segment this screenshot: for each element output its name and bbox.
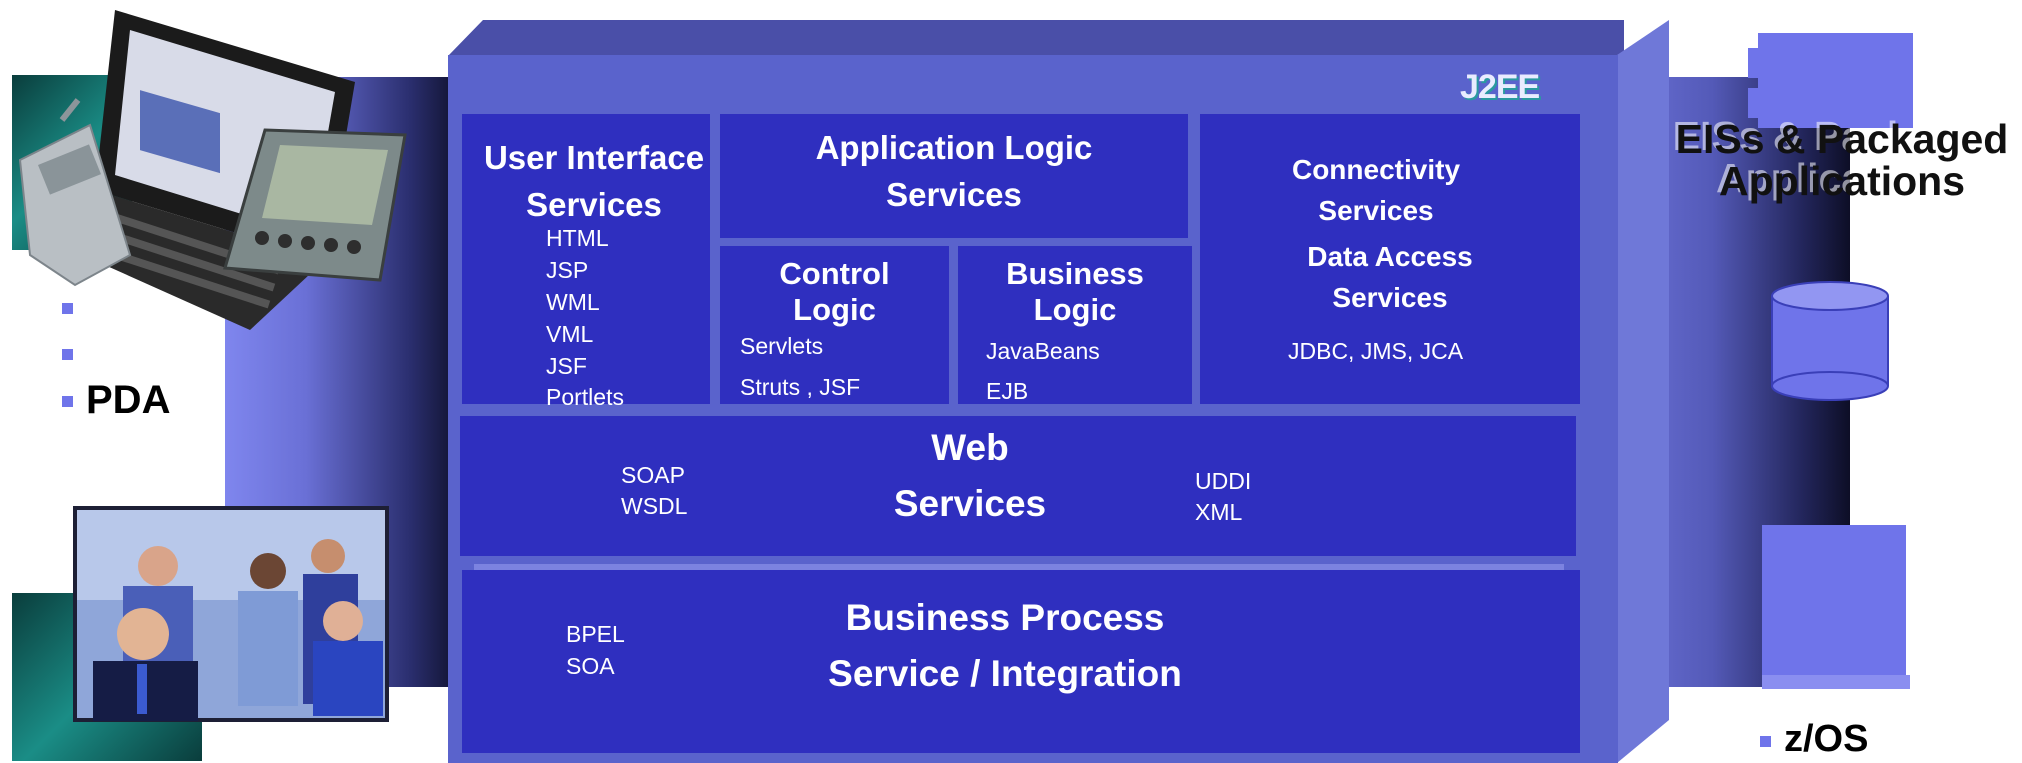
business-logic-title-line1: Business <box>1006 256 1144 291</box>
data-access-title: Data Access Services <box>1200 236 1580 318</box>
connectivity-title-line1: Connectivity <box>1291 154 1461 185</box>
j2ee-badge: J2EE <box>1460 68 1540 106</box>
ui-item-html: HTML <box>546 225 609 251</box>
web-services-title: Web Services <box>800 420 1140 532</box>
data-access-title-line2: Services <box>1332 282 1448 313</box>
ui-services-title-line1: User Interface <box>483 139 705 176</box>
web-item-wsdl: WSDL <box>621 493 688 519</box>
package-tab-bottom <box>1748 88 1768 118</box>
eis-title-line2: Applications <box>1718 158 1966 204</box>
box-top-face <box>448 20 1624 56</box>
app-logic-title-line1: Application Logic <box>815 129 1093 166</box>
app-logic-panel <box>720 114 1188 238</box>
web-services-title-line2: Services <box>893 483 1047 524</box>
eis-title-line1: EISs & Packaged <box>1675 116 2009 162</box>
zos-label: z/OS <box>1784 718 1869 760</box>
business-process-title: Business Process Service / Integration <box>760 590 1250 702</box>
connectivity-items: JDBC, JMS, JCA <box>1288 338 1464 364</box>
ui-services-title-line2: Services <box>526 186 662 223</box>
divider-line <box>474 564 1564 570</box>
business-logic-title: Business Logic <box>958 256 1192 328</box>
bullet-2 <box>62 349 73 360</box>
connectivity-panel <box>1200 114 1580 404</box>
web-item-uddi: UDDI <box>1195 468 1252 494</box>
web-services-panel <box>460 416 1576 556</box>
web-item-soap: SOAP <box>621 462 685 488</box>
mainframe-icon <box>1762 525 1906 683</box>
bullet-1 <box>62 303 73 314</box>
app-logic-title: Application Logic Services <box>720 124 1188 218</box>
package-block <box>1758 33 1913 128</box>
control-logic-title-line2: Logic <box>793 292 876 327</box>
business-logic-title-line2: Logic <box>1033 292 1117 327</box>
control-logic-panel <box>720 246 949 404</box>
web-item-xml: XML <box>1195 499 1243 525</box>
bp-item-bpel: BPEL <box>566 621 625 647</box>
app-logic-title-line2: Services <box>886 176 1022 213</box>
package-tab-top <box>1748 48 1768 78</box>
ui-services-title: User Interface Services <box>474 134 714 228</box>
connectivity-title-line2: Services <box>1318 195 1434 226</box>
people-photo <box>73 506 389 722</box>
web-services-title-line1: Web <box>931 427 1009 468</box>
bullet-3 <box>62 396 73 407</box>
ui-item-jsf: JSF <box>546 353 587 379</box>
control-logic-title: Control Logic <box>720 256 949 328</box>
ui-item-jsp: JSP <box>546 257 589 283</box>
eis-title: EISs & Packaged Applications <box>1662 118 2022 202</box>
connectivity-title: Connectivity Services <box>1200 149 1552 231</box>
ui-item-wml: WML <box>546 289 600 315</box>
control-item-struts: Struts , JSF <box>740 374 861 400</box>
devices-illustration <box>18 10 407 330</box>
database-icon <box>1771 281 1889 401</box>
business-process-title-line1: Business Process <box>845 597 1165 638</box>
mobile-phone-icon <box>18 98 132 287</box>
ui-item-portlets: Portlets <box>546 384 624 410</box>
business-process-panel <box>462 570 1580 753</box>
pda-device-icon <box>223 128 407 282</box>
ui-item-vml: VML <box>546 321 594 347</box>
business-item-javabeans: JavaBeans <box>986 338 1100 364</box>
bp-item-soa: SOA <box>566 653 615 679</box>
mainframe-base <box>1762 675 1910 689</box>
business-item-ejb: EJB <box>986 378 1029 404</box>
control-logic-title-line1: Control <box>779 256 890 291</box>
business-logic-panel <box>958 246 1192 404</box>
pda-label: PDA <box>86 378 171 422</box>
box-side-face <box>1617 20 1669 763</box>
ui-services-panel <box>462 114 710 404</box>
control-item-servlets: Servlets <box>740 333 824 359</box>
bullet-zos <box>1760 736 1771 747</box>
business-process-title-line2: Service / Integration <box>828 653 1182 694</box>
data-access-title-line1: Data Access <box>1307 241 1473 272</box>
